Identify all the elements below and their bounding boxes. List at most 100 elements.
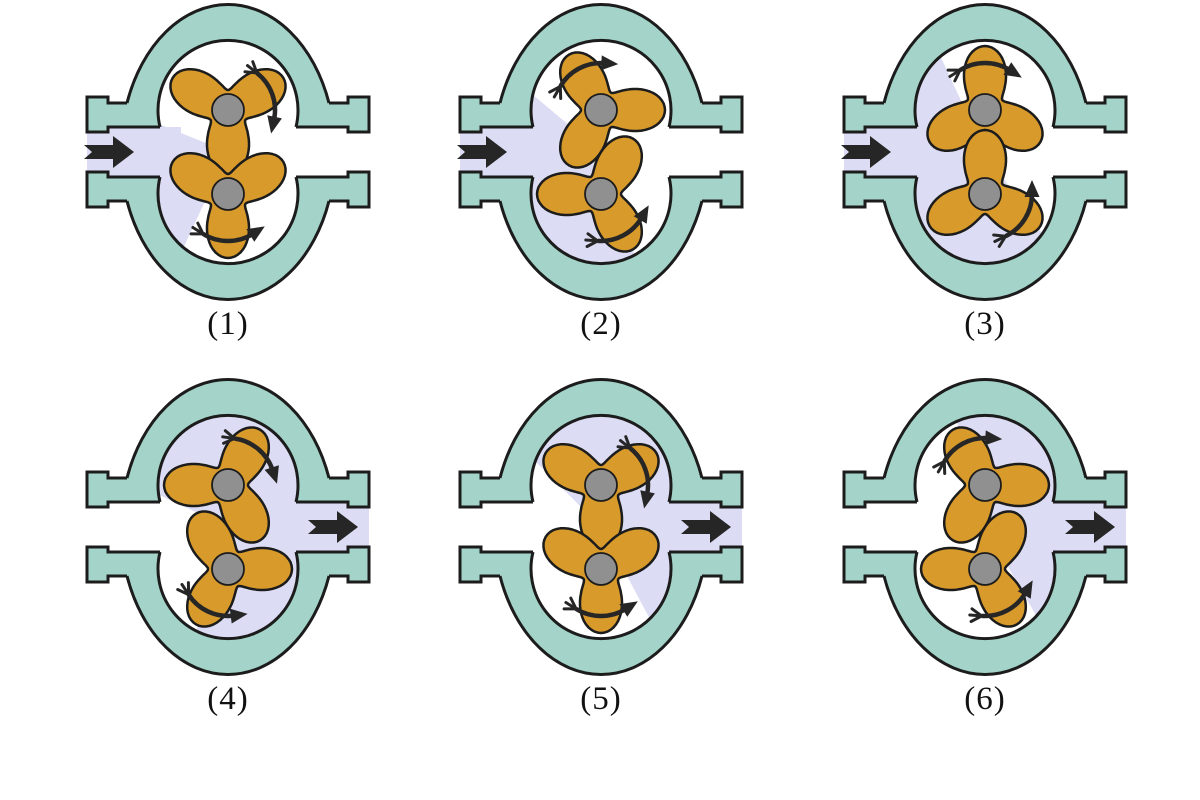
rotation-arrow-icon xyxy=(958,60,1012,73)
pump-diagram-slot xyxy=(762,0,1162,310)
rotor-bottom-shaft xyxy=(584,177,618,211)
pump-diagram-slot xyxy=(378,375,778,685)
pump-diagram-slot xyxy=(378,0,778,310)
rotation-arrow-icon xyxy=(1004,193,1035,239)
rotor-bottom xyxy=(169,151,287,260)
pump-panel: (4) xyxy=(5,375,405,750)
flow-arrow-icon xyxy=(841,136,891,168)
inlet-channel xyxy=(87,502,181,552)
pump-panel: (6) xyxy=(762,375,1162,750)
arrow-feather xyxy=(196,221,205,236)
casing-outline xyxy=(458,378,744,676)
rotation-arrowhead xyxy=(229,608,248,624)
arrow-feather xyxy=(251,60,259,75)
rotation-arrowhead xyxy=(984,430,1003,446)
fluid-region xyxy=(158,103,228,264)
rotation-arrowhead xyxy=(600,55,619,71)
pump-panel: (1) xyxy=(5,0,405,375)
flow-arrow-icon xyxy=(308,511,358,543)
rotor-bottom xyxy=(535,135,649,253)
pipe-flanges xyxy=(844,97,1126,207)
lobe-pump-stage-svg xyxy=(842,378,1128,676)
rotation-arrow-icon xyxy=(628,446,651,496)
arrow-feather xyxy=(586,232,600,243)
arrow-feather xyxy=(569,596,578,611)
casing-outline xyxy=(85,3,371,301)
rotor-top xyxy=(162,426,279,544)
flow-arrow-icon xyxy=(457,136,507,168)
stage-label: (6) xyxy=(964,681,1006,717)
rotor-top xyxy=(542,435,660,551)
rotation-arrowhead xyxy=(267,115,282,134)
rotor-top xyxy=(169,60,287,176)
stage-label: (1) xyxy=(207,306,249,342)
rotation-arrow-icon xyxy=(234,436,275,472)
rotation-arrow-icon xyxy=(574,606,628,619)
outlet-channel xyxy=(1032,127,1126,177)
arrow-feather xyxy=(970,607,984,618)
rotation-arrowhead xyxy=(633,205,649,224)
rotation-arrow-icon xyxy=(201,231,255,244)
lobe-pump-stage-svg xyxy=(85,378,371,676)
stage-label: (4) xyxy=(207,681,249,717)
arrow-feather xyxy=(624,435,632,450)
rotor-top-shaft xyxy=(968,93,1002,127)
pump-diagram-slot xyxy=(5,0,405,310)
rotor-bottom-shaft xyxy=(211,177,245,211)
outlet-channel xyxy=(648,127,742,177)
rotation-arrowhead xyxy=(1003,62,1022,78)
lobe-pump-stage-svg xyxy=(457,3,744,301)
rotor-top xyxy=(932,426,1051,544)
casing-outline xyxy=(458,3,744,301)
pump-panel: (2) xyxy=(378,0,778,375)
pipe-flanges xyxy=(87,97,369,207)
rotor-top-shaft xyxy=(584,93,618,127)
inlet-channel xyxy=(844,502,938,552)
rotation-arrow-icon xyxy=(558,60,605,88)
rotation-arrow-icon xyxy=(942,435,989,463)
pipe-flanges xyxy=(87,472,369,582)
casing-outline xyxy=(842,3,1128,301)
pipe-flanges xyxy=(844,472,1126,582)
rotor-top xyxy=(926,44,1044,153)
lobe-pump-stage-svg xyxy=(84,3,371,301)
rotor-top-shaft xyxy=(584,468,618,502)
rotor-bottom-shaft xyxy=(584,552,618,586)
rotor-bottom xyxy=(919,510,1033,628)
rotor-bottom xyxy=(926,128,1044,248)
lobe-pump-stage-svg xyxy=(458,378,744,676)
rotation-arrowhead xyxy=(1024,180,1040,197)
rotor-bottom-shaft xyxy=(968,552,1002,586)
rotation-arrowhead xyxy=(640,490,655,509)
rotor-bottom xyxy=(542,526,660,635)
outlet-channel xyxy=(275,127,369,177)
rotation-arrowhead xyxy=(246,226,265,242)
pump-panel: (3) xyxy=(762,0,1162,375)
pump-diagram-slot xyxy=(762,375,1162,685)
rotor-top xyxy=(548,51,667,169)
rotation-arrow-icon xyxy=(255,71,278,121)
rotor-bottom-shaft xyxy=(211,552,245,586)
rotor-top-shaft xyxy=(968,468,1002,502)
rotor-bottom xyxy=(176,510,294,628)
rotor-top-shaft xyxy=(211,93,245,127)
stage-label: (3) xyxy=(964,306,1006,342)
rotation-arrowhead xyxy=(264,465,279,484)
arrow-feather xyxy=(932,460,946,469)
inlet-channel xyxy=(460,502,554,552)
rotation-arrow-icon xyxy=(597,216,644,244)
rotation-arrowhead xyxy=(619,601,638,617)
stage-label: (2) xyxy=(580,306,622,342)
rotor-bottom-shaft xyxy=(968,177,1002,211)
rotor-top-shaft xyxy=(211,468,245,502)
arrow-feather xyxy=(992,233,1008,238)
rotation-arrow-icon xyxy=(981,591,1028,619)
pump-diagram-slot xyxy=(5,375,405,685)
pipe-flanges xyxy=(460,472,742,582)
arrow-feather xyxy=(223,429,236,440)
rotation-arrowhead xyxy=(1017,580,1033,599)
casing-outline xyxy=(85,378,371,676)
flow-arrow-icon xyxy=(84,136,134,168)
pump-panel: (5) xyxy=(378,375,778,750)
